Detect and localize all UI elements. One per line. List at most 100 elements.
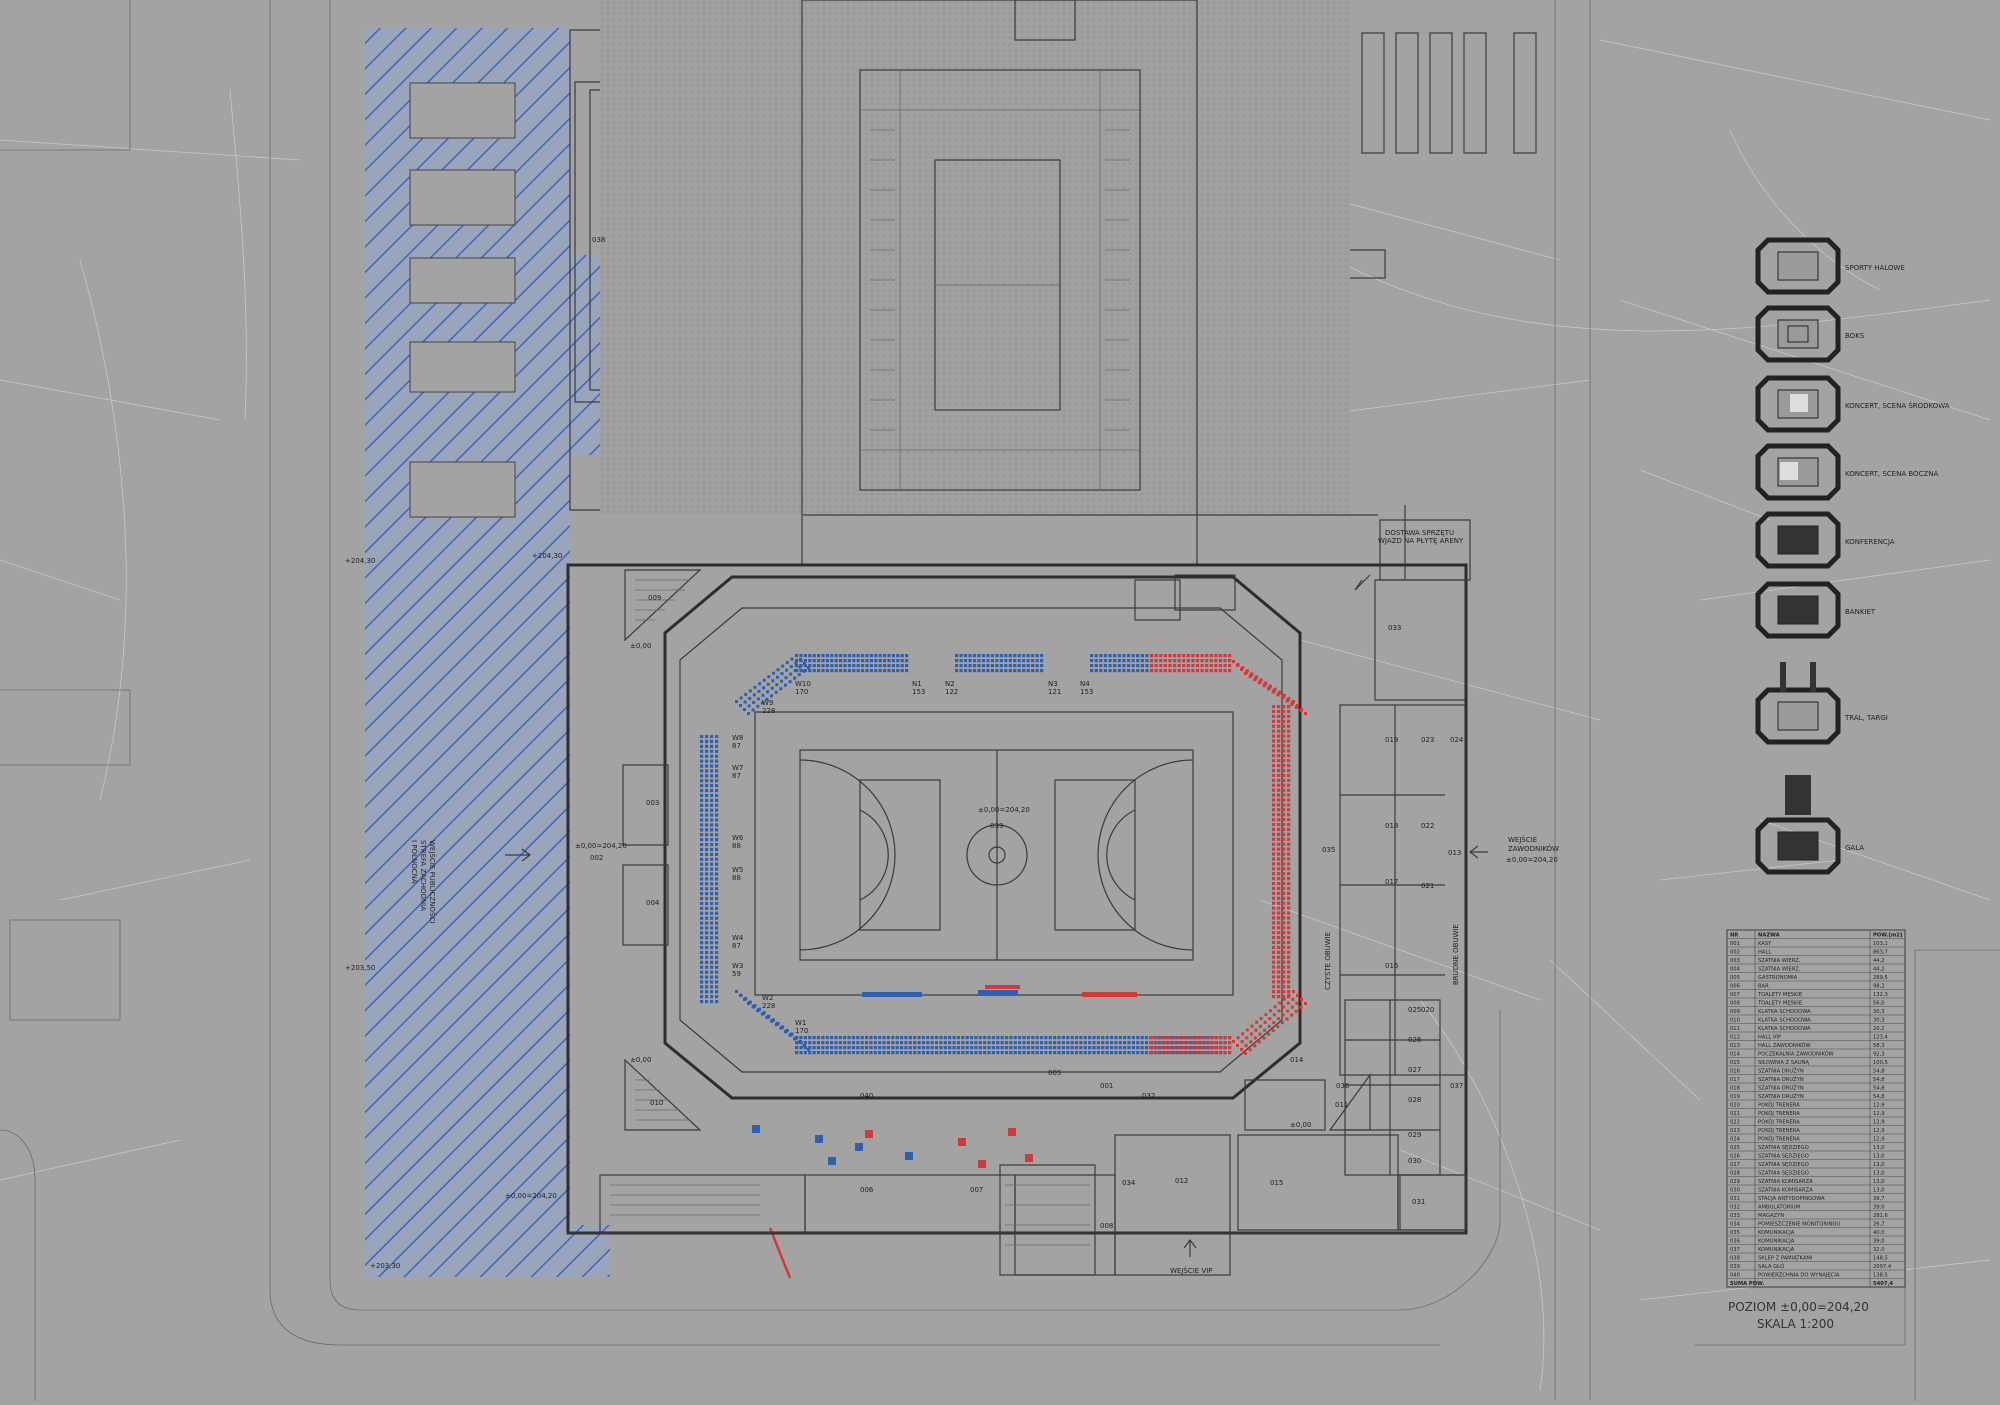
room-number: 003 xyxy=(646,799,659,807)
svg-text:POKÓJ TRENERA: POKÓJ TRENERA xyxy=(1758,1110,1800,1117)
svg-text:SZATNIA KOMISARZA: SZATNIA KOMISARZA xyxy=(1758,1179,1813,1185)
svg-text:30,3: 30,3 xyxy=(1873,1018,1885,1024)
svg-text:KLATKA SCHODOWA: KLATKA SCHODOWA xyxy=(1758,1018,1811,1024)
svg-text:017: 017 xyxy=(1730,1077,1740,1083)
seats-sector-n3 xyxy=(1090,654,1154,673)
svg-text:005: 005 xyxy=(1730,975,1740,981)
court-level-label: ±0,00=204,20 xyxy=(978,806,1030,814)
svg-text:SZATNIA SĘDZIEGO: SZATNIA SĘDZIEGO xyxy=(1758,1145,1809,1151)
seats-sector-w10 xyxy=(795,654,909,673)
sector-seat-count: 153 xyxy=(912,688,925,696)
scale-caption: SKALA 1:200 xyxy=(1757,1317,1834,1331)
svg-text:30,3: 30,3 xyxy=(1873,1009,1885,1015)
svg-text:32,0: 32,0 xyxy=(1873,1247,1885,1253)
room-number: 034 xyxy=(1122,1179,1136,1187)
svg-text:NR: NR xyxy=(1730,933,1738,939)
svg-text:863,7: 863,7 xyxy=(1873,950,1888,956)
svg-text:KLATKA SCHODOWA: KLATKA SCHODOWA xyxy=(1758,1026,1811,1032)
svg-text:023: 023 xyxy=(1730,1128,1740,1134)
sector-seat-count: 122 xyxy=(945,688,958,696)
seating-bowl: W10170N1153N2122N3121N4153W9228W887W787W… xyxy=(700,654,1307,1055)
room-number: 010 xyxy=(650,1099,663,1107)
room-number: 037 xyxy=(1450,1082,1463,1090)
config-label: BOKS xyxy=(1845,332,1865,340)
svg-text:54,8: 54,8 xyxy=(1873,1086,1885,1092)
sector-label: W7 xyxy=(732,764,743,772)
room-number: 032 xyxy=(1142,1092,1155,1100)
seats-sector-n2 xyxy=(955,654,1044,673)
svg-text:020: 020 xyxy=(1730,1103,1740,1109)
sector-label: W6 xyxy=(732,834,744,842)
public-entrance-label-2: STREFA ZACHODNIA xyxy=(419,840,427,911)
svg-text:012: 012 xyxy=(1730,1035,1740,1041)
seats-sector-east xyxy=(1272,705,1291,999)
svg-text:13,0: 13,0 xyxy=(1873,1145,1885,1151)
svg-text:004: 004 xyxy=(1730,967,1741,973)
svg-text:12,9: 12,9 xyxy=(1873,1103,1885,1109)
table-row: 020 POKÓJ TRENERA 12,9 xyxy=(1727,1102,1905,1109)
players-entrance-label-1: WEJŚCIE xyxy=(1508,835,1537,844)
svg-text:MAGAZYN: MAGAZYN xyxy=(1758,1213,1784,1219)
room-number: 007 xyxy=(970,1186,983,1194)
room-number: 006 xyxy=(860,1186,874,1194)
delivery-label-1: DOSTAWA SPRZĘTU xyxy=(1385,529,1454,537)
config-label: TRAL, TARGI xyxy=(1844,714,1888,722)
sector-label: N3 xyxy=(1048,680,1058,688)
sector-label: W9 xyxy=(762,699,773,707)
room-number: 004 xyxy=(646,899,660,907)
svg-text:SZATNIA WIERZ.: SZATNIA WIERZ. xyxy=(1758,958,1801,964)
svg-text:289,5: 289,5 xyxy=(1873,975,1888,981)
scattered-markers xyxy=(752,985,1137,1168)
svg-text:033: 033 xyxy=(1730,1213,1740,1219)
svg-text:POCZEKALNIA ZAWODNIKÓW: POCZEKALNIA ZAWODNIKÓW xyxy=(1758,1051,1834,1058)
svg-text:13,0: 13,0 xyxy=(1873,1171,1885,1177)
svg-text:54,8: 54,8 xyxy=(1873,1077,1885,1083)
svg-text:40,0: 40,0 xyxy=(1873,1230,1885,1236)
sector-label: W4 xyxy=(732,934,744,942)
svg-text:132,3: 132,3 xyxy=(1873,992,1888,998)
room-number: 038 xyxy=(592,236,605,244)
svg-text:SUMA POW.: SUMA POW. xyxy=(1730,1281,1764,1287)
svg-text:018: 018 xyxy=(1730,1086,1740,1092)
level-mark-2: +204,30 xyxy=(532,552,562,560)
room-number: 022 xyxy=(1421,822,1434,830)
room-number: 019 xyxy=(1385,736,1398,744)
svg-text:SZATNIA KOMISARZA: SZATNIA KOMISARZA xyxy=(1758,1188,1813,1194)
svg-text:026: 026 xyxy=(1730,1154,1740,1160)
sector-label: W1 xyxy=(795,1019,806,1027)
svg-text:HALL VIP: HALL VIP xyxy=(1758,1035,1781,1041)
config-icon: SPORTY HALOWE xyxy=(1755,237,1905,295)
svg-text:036: 036 xyxy=(1730,1239,1740,1245)
svg-text:POKÓJ TRENERA: POKÓJ TRENERA xyxy=(1758,1136,1800,1143)
svg-text:138,5: 138,5 xyxy=(1873,1273,1888,1279)
svg-text:POKÓJ TRENERA: POKÓJ TRENERA xyxy=(1758,1102,1800,1109)
svg-text:39,0: 39,0 xyxy=(1873,1239,1885,1245)
room-number: 008 xyxy=(1100,1222,1113,1230)
svg-text:SZATNIA SĘDZIEGO: SZATNIA SĘDZIEGO xyxy=(1758,1162,1809,1168)
svg-text:13,0: 13,0 xyxy=(1873,1179,1885,1185)
sector-seat-count: 228 xyxy=(762,707,775,715)
svg-text:103,1: 103,1 xyxy=(1873,941,1888,947)
room-number: 009 xyxy=(648,594,661,602)
svg-text:SZATNIA DRUŻYN: SZATNIA DRUŻYN xyxy=(1758,1076,1804,1083)
room-number: 030 xyxy=(1408,1157,1421,1165)
svg-text:12,9: 12,9 xyxy=(1873,1128,1885,1134)
room-number: 031 xyxy=(1412,1198,1425,1206)
config-label: KONCERT, SCENA BOCZNA xyxy=(1845,470,1938,478)
level-mark-7: ±0,00 xyxy=(630,1056,651,1064)
public-entrance-label-3: I PÓŁNOCNA xyxy=(410,840,419,884)
config-label: GALA xyxy=(1845,844,1864,852)
